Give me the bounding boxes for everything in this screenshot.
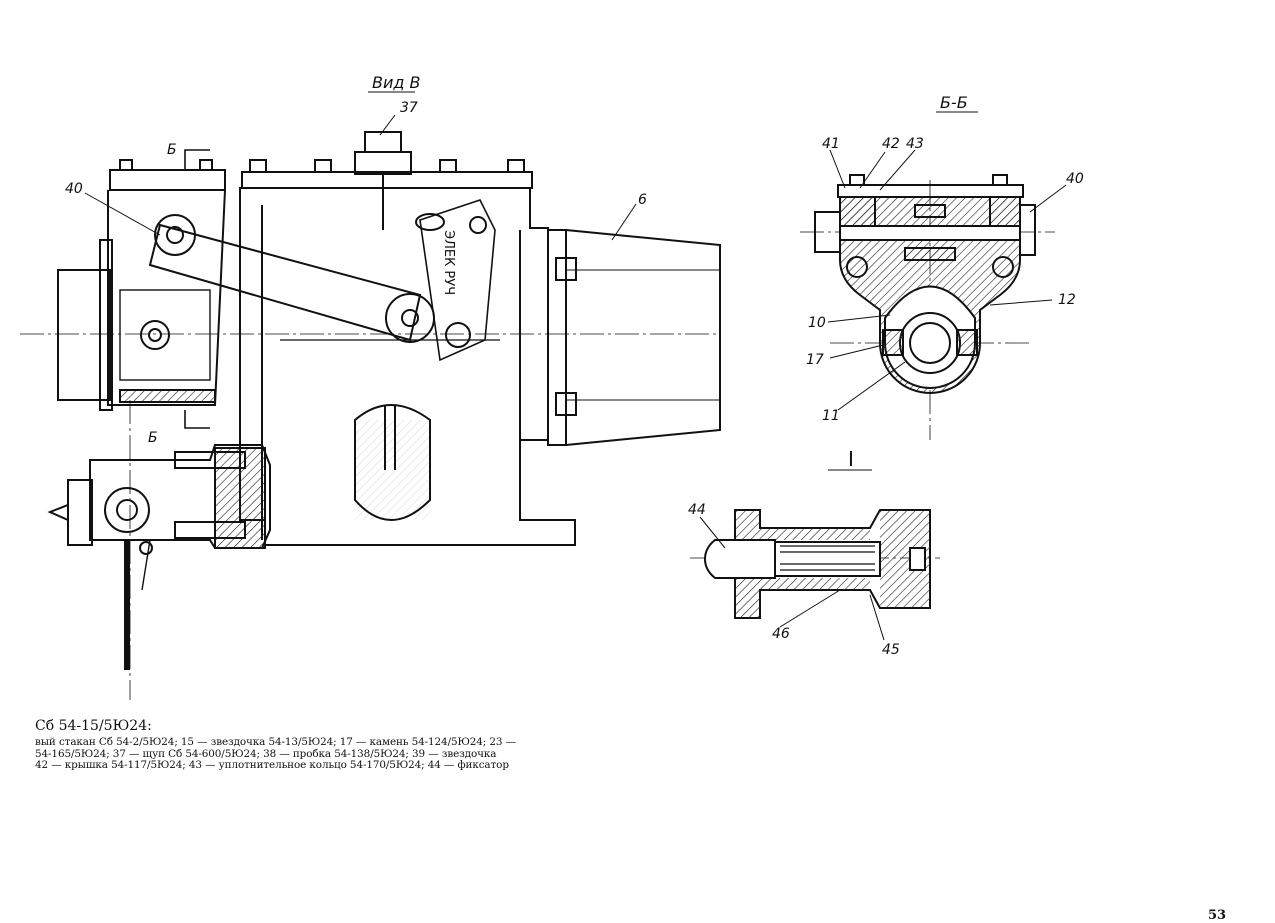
callout-46: 46 xyxy=(772,626,790,642)
callout-45: 45 xyxy=(882,642,900,658)
housing-label: ЭЛЕК РУЧ xyxy=(441,230,456,295)
callout-10: 10 xyxy=(808,315,826,331)
callout-12: 12 xyxy=(1058,292,1076,308)
callout-6: 6 xyxy=(638,192,647,208)
callout-11: 11 xyxy=(822,408,840,424)
leader-lines xyxy=(84,114,1067,641)
cut-marker-lower: Б xyxy=(148,430,158,446)
detail-i-title: I xyxy=(848,447,854,471)
caption-heading: Сб 54-15/5Ю24: xyxy=(35,718,152,734)
callout-40-right: 40 xyxy=(1066,171,1084,187)
section-bb-title: Б-Б xyxy=(940,93,968,112)
caption-line-1: вый стакан Сб 54-2/5Ю24; 15 — звездочка … xyxy=(35,736,516,748)
view-b-title: Вид В xyxy=(372,73,421,92)
detail-i-view xyxy=(690,509,940,619)
cut-marker-upper: Б xyxy=(167,142,177,158)
callout-42: 42 xyxy=(882,136,900,152)
caption-line-2: 54-165/5Ю24; 37 — щуп Сб 54-600/5Ю24; 38… xyxy=(35,747,497,760)
callout-44: 44 xyxy=(688,502,706,518)
caption-line-3: 42 — крышка 54-117/5Ю24; 43 — уплотнител… xyxy=(35,759,509,772)
page-number: 53 xyxy=(1208,908,1227,923)
callout-40-left: 40 xyxy=(65,181,83,197)
section-bb-view xyxy=(800,174,1055,440)
callout-37: 37 xyxy=(400,100,418,116)
main-assembly-view xyxy=(20,131,721,700)
callout-41: 41 xyxy=(822,136,840,152)
callout-17: 17 xyxy=(806,352,824,368)
callout-43: 43 xyxy=(906,136,924,152)
figure-caption: Сб 54-15/5Ю24: вый стакан Сб 54-2/5Ю24; … xyxy=(35,717,555,772)
